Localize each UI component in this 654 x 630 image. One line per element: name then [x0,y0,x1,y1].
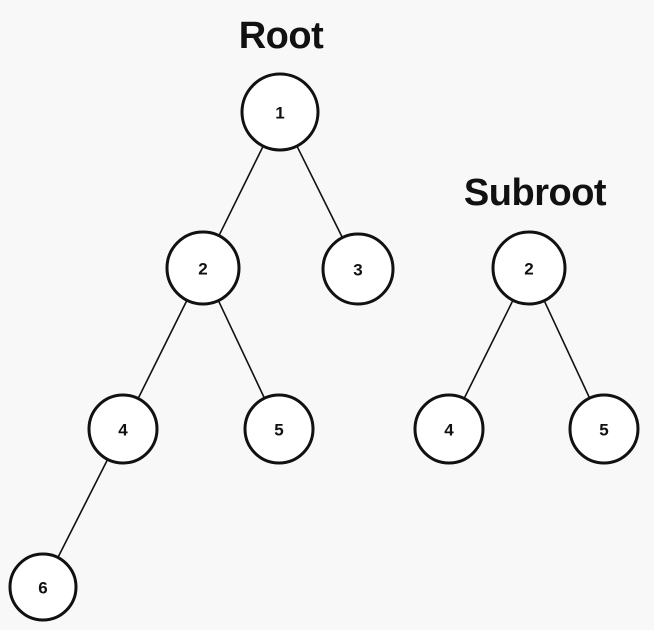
node-label-s5: 5 [599,421,608,440]
tree-node-s2[interactable]: 2 [491,230,567,306]
tree-edge-m2-m5 [217,300,265,399]
tree-edge-m2-m4 [137,300,188,399]
tree-node-m3[interactable]: 3 [321,232,395,306]
tree-title-sub-tree: Subroot [464,172,607,214]
tree-edge-s2-s4 [463,300,514,399]
node-label-m2: 2 [198,260,207,279]
node-circle-s5 [568,393,640,465]
node-label-s2: 2 [524,260,533,279]
node-label-s4: 4 [444,421,454,440]
node-circle-m6 [8,552,78,622]
node-circle-m1 [240,72,320,152]
node-circle-m4 [87,393,159,465]
tree-node-m4[interactable]: 4 [87,393,159,465]
tree-title-main-tree: Root [239,15,324,57]
node-label-m3: 3 [353,261,362,280]
node-circle-s4 [413,393,485,465]
node-label-m1: 1 [275,104,284,123]
tree-edge-s2-s5 [543,300,591,399]
nodes-layer: 1 2 3 4 5 6 2 4 5 [8,72,640,622]
node-circle-m3 [321,232,395,306]
tree-node-s4[interactable]: 4 [413,393,485,465]
tree-node-m2[interactable]: 2 [165,230,241,306]
tree-node-m1[interactable]: 1 [240,72,320,152]
tree-edge-m4-m6 [57,459,108,558]
tree-edge-m1-m2 [218,146,264,236]
edges-layer [57,146,591,558]
node-circle-s2 [491,230,567,306]
tree-node-m5[interactable]: 5 [243,393,315,465]
tree-edge-m1-m3 [296,146,343,238]
tree-node-s5[interactable]: 5 [568,393,640,465]
node-circle-m2 [165,230,241,306]
tree-node-m6[interactable]: 6 [8,552,78,622]
node-label-m5: 5 [274,421,283,440]
node-circle-m5 [243,393,315,465]
node-label-m4: 4 [118,421,128,440]
node-label-m6: 6 [38,579,47,598]
